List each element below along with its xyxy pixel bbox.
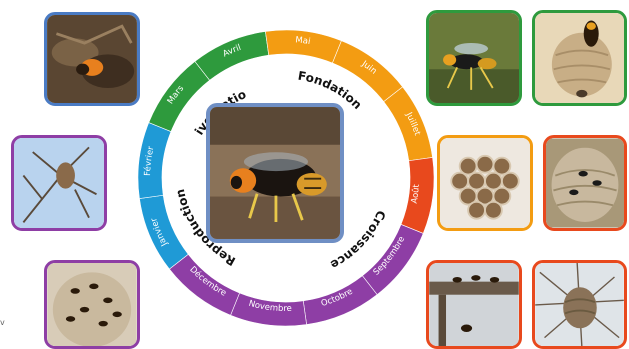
corner-mark: v (0, 318, 5, 327)
photo-center-queen-hornet (206, 103, 344, 243)
